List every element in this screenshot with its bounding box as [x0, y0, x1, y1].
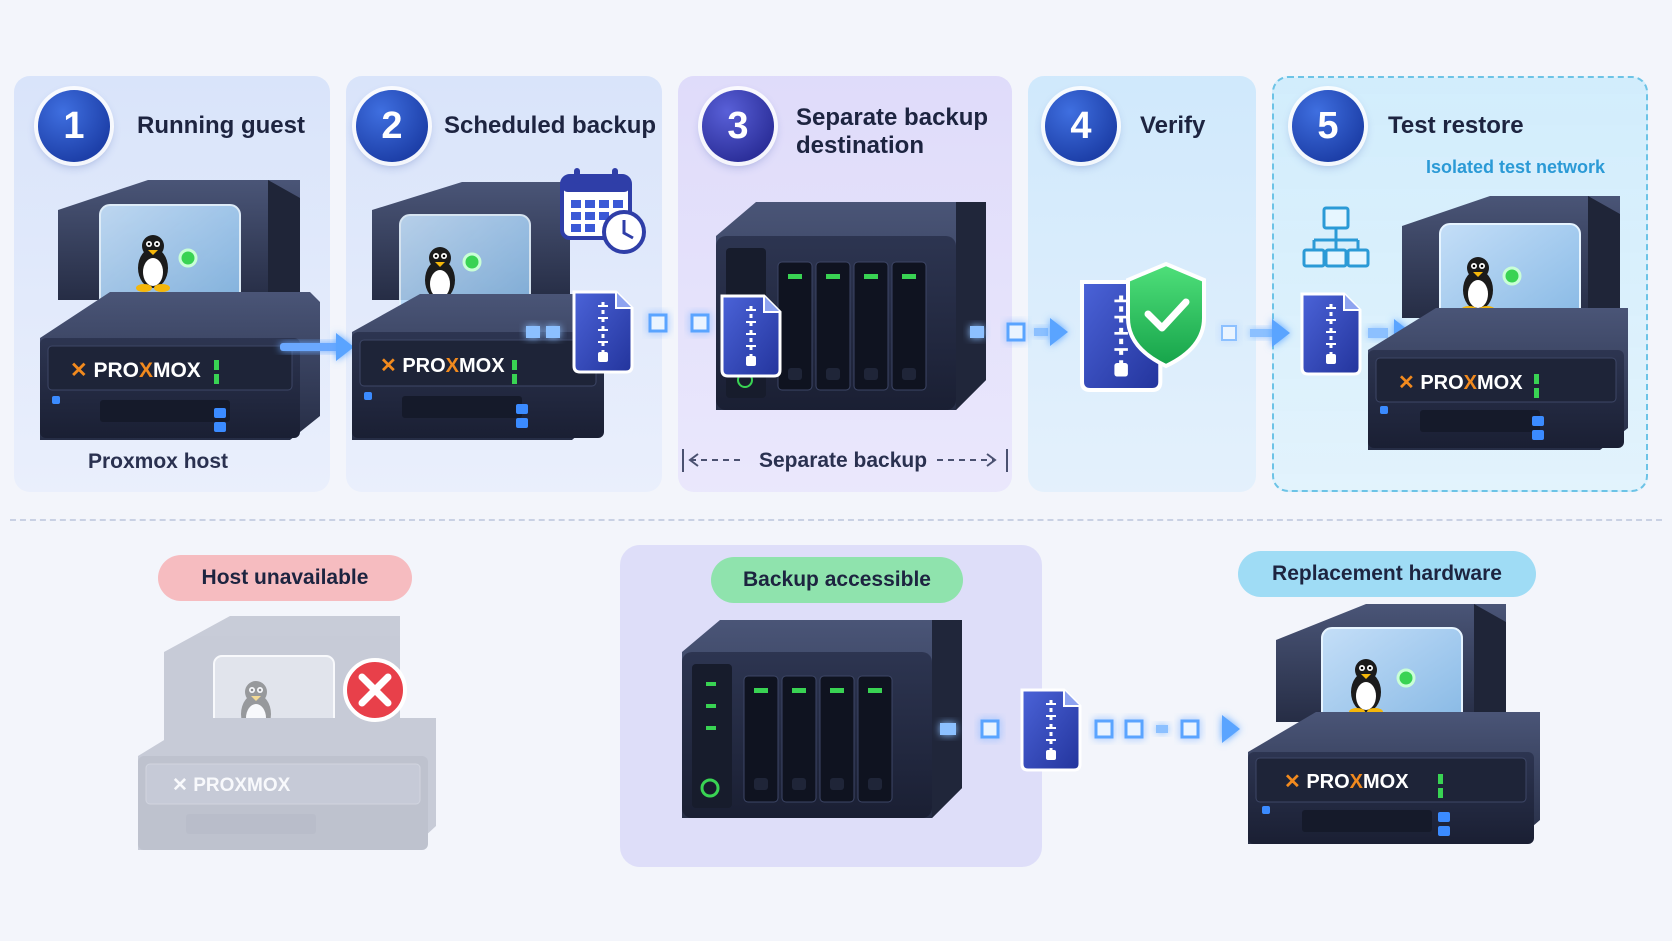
separate-backup-bracket [682, 449, 1008, 472]
step-2-title: Scheduled backup [444, 112, 657, 139]
svg-text:✕ PROXMOX: ✕ PROXMOX [172, 775, 291, 796]
network-tree-icon [1302, 206, 1370, 268]
step-4-number: 4 [1045, 90, 1117, 162]
step-1-title: Running guest [137, 112, 305, 139]
section-divider [10, 519, 1662, 521]
host-unavailable-badge: Host unavailable [158, 555, 412, 601]
svg-text:✕ PROXMOX: ✕ PROXMOX [1284, 771, 1409, 793]
flow-arrow-restore [940, 715, 1240, 743]
calendar-clock-icon [560, 168, 646, 254]
svg-text:✕ PROXMOX: ✕ PROXMOX [70, 359, 201, 382]
zip-archive-icon-bottom [1020, 688, 1082, 772]
svg-text:✕ PROXMOX: ✕ PROXMOX [380, 355, 505, 377]
flow-arrow-5 [1368, 319, 1412, 347]
backup-nas-bottom [682, 620, 962, 818]
replacement-hardware-badge: Replacement hardware [1238, 551, 1536, 597]
replacement-proxmox-server: ✕ PROXMOX [1248, 604, 1540, 844]
flow-arrow-4 [1221, 319, 1290, 347]
step-2-number: 2 [356, 90, 428, 162]
separate-backup-caption: Separate backup [759, 449, 928, 472]
verify-icon-group [1082, 261, 1206, 390]
flow-arrow-3 [970, 318, 1068, 346]
step-4-title: Verify [1140, 112, 1206, 139]
step-1-number: 1 [38, 90, 110, 162]
step-3-title-line1: Separate backup [796, 104, 989, 131]
failed-proxmox-host: ✕ PROXMOX [138, 616, 436, 850]
proxmox-server-1: ✕ PROXMOX [40, 180, 320, 440]
zip-archive-icon-nas [720, 294, 782, 378]
zip-archive-icon [572, 290, 634, 374]
svg-text:✕ PROXMOX: ✕ PROXMOX [1398, 372, 1523, 394]
flow-arrow-2 [526, 313, 710, 338]
step-5-number: 5 [1292, 90, 1364, 162]
isolated-network-caption: Isolated test network [1426, 157, 1606, 177]
proxmox-host-caption: Proxmox host [88, 450, 229, 473]
step-3-title-line2: destination [796, 132, 925, 159]
error-x-icon [343, 658, 407, 722]
step-3-number: 3 [702, 90, 774, 162]
shield-check-icon [1126, 261, 1206, 369]
proxmox-server-5: ✕ PROXMOX [1368, 196, 1628, 450]
backup-accessible-badge: Backup accessible [711, 557, 963, 603]
arrow-right-icon [336, 333, 354, 361]
step-5-title: Test restore [1388, 112, 1524, 139]
zip-archive-icon-restore [1300, 292, 1362, 376]
flow-arrow-1 [280, 333, 354, 361]
